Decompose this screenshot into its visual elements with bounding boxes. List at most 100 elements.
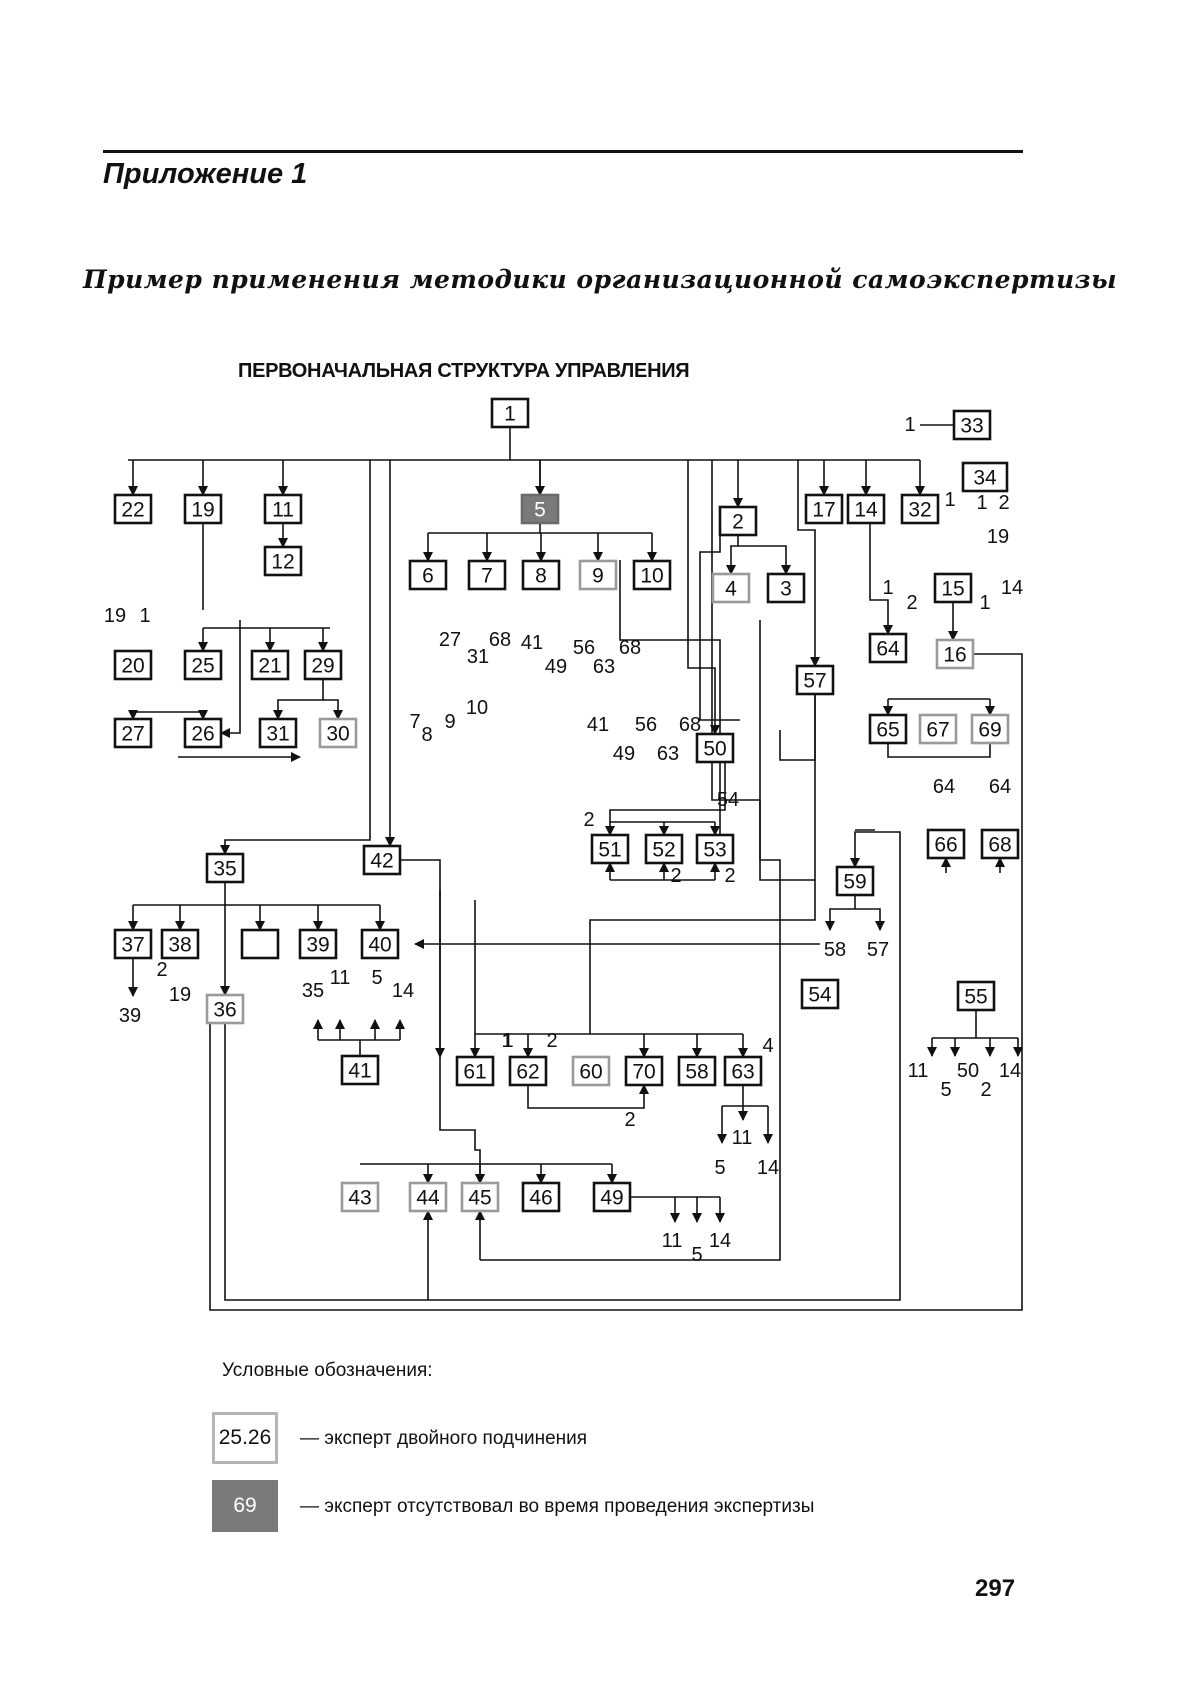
node-29: 29 xyxy=(305,651,341,679)
node-59: 59 xyxy=(837,867,873,895)
ref-number: 11 xyxy=(908,1060,929,1082)
node-label: 44 xyxy=(416,1187,440,1210)
ref-number: 19 xyxy=(104,605,126,627)
node-label: 46 xyxy=(529,1187,552,1210)
ref-number: 64 xyxy=(989,776,1011,798)
org-structure-diagram: 1332219111252171432346789104315166457202… xyxy=(0,390,1200,1350)
node-label: 55 xyxy=(964,986,987,1009)
node-label: 7 xyxy=(481,565,493,588)
node-15: 15 xyxy=(935,574,971,602)
node-65: 65 xyxy=(870,715,906,743)
node-label: 2 xyxy=(732,511,744,534)
node-31: 31 xyxy=(260,719,296,747)
connector xyxy=(798,460,815,666)
node-68: 68 xyxy=(982,830,1018,858)
node-66: 66 xyxy=(928,830,964,858)
node-64: 64 xyxy=(870,634,906,662)
connector xyxy=(888,743,990,757)
node-57: 57 xyxy=(797,666,833,694)
node-label: 39 xyxy=(306,934,329,957)
node-label: 57 xyxy=(803,670,826,693)
node-4: 4 xyxy=(713,574,749,602)
ref-number: 14 xyxy=(999,1060,1021,1082)
node-7: 7 xyxy=(469,561,505,589)
ref-number: 5 xyxy=(371,967,382,989)
node-label: 38 xyxy=(168,934,191,957)
node-5: 5 xyxy=(522,495,558,523)
ref-number: 68 xyxy=(489,629,511,651)
node-label: 21 xyxy=(258,655,281,678)
node-21: 21 xyxy=(252,651,288,679)
ref-number: 11 xyxy=(662,1230,683,1252)
node-label: 14 xyxy=(854,499,878,522)
node-label: 5 xyxy=(534,499,546,522)
node-label: 70 xyxy=(632,1061,655,1084)
node-label: 45 xyxy=(468,1187,491,1210)
node-label: 62 xyxy=(516,1061,539,1084)
ref-number: 57 xyxy=(867,939,889,961)
node-14: 14 xyxy=(848,495,884,523)
ref-number: 49 xyxy=(613,743,635,765)
node-40: 40 xyxy=(362,930,398,958)
ref-number: 56 xyxy=(635,714,657,736)
node-30: 30 xyxy=(320,719,356,747)
node-61: 61 xyxy=(457,1057,493,1085)
legend-sample-dual: 25.26 xyxy=(212,1412,278,1464)
node-62: 62 xyxy=(510,1057,546,1085)
node-25: 25 xyxy=(185,651,221,679)
page-number: 297 xyxy=(975,1575,1015,1603)
node-34: 34 xyxy=(963,463,1007,491)
connector xyxy=(610,762,725,822)
ref-number: 64 xyxy=(933,776,955,798)
ref-number: 5 xyxy=(691,1244,702,1266)
node-43: 43 xyxy=(342,1183,378,1211)
node-45: 45 xyxy=(462,1183,498,1211)
node-label: 32 xyxy=(908,499,931,522)
header-rule xyxy=(103,150,1023,153)
node-label: 49 xyxy=(600,1187,623,1210)
connector xyxy=(620,560,720,850)
node-39: 39 xyxy=(300,930,336,958)
ref-number: 11 xyxy=(330,967,351,989)
node-label: 68 xyxy=(988,834,1011,857)
node-label: 1 xyxy=(504,403,516,426)
node-label: 54 xyxy=(808,984,832,1007)
ref-number: 68 xyxy=(679,714,701,736)
node-label: 59 xyxy=(843,871,866,894)
node-12: 12 xyxy=(265,547,301,575)
ref-number: 8 xyxy=(421,724,432,746)
node-1: 1 xyxy=(492,399,528,427)
node-label: 22 xyxy=(121,499,144,522)
node-label: 9 xyxy=(592,565,604,588)
node-label: 25 xyxy=(191,655,214,678)
connector xyxy=(323,700,338,719)
node-label: 20 xyxy=(121,655,144,678)
ref-number: 4 xyxy=(762,1035,773,1057)
node-label: 64 xyxy=(876,638,900,661)
node-label: 58 xyxy=(685,1061,708,1084)
connector xyxy=(400,860,440,1057)
node-box xyxy=(242,930,278,958)
node-49: 49 xyxy=(594,1183,630,1211)
ref-number: 2 xyxy=(670,865,681,887)
node-58: 58 xyxy=(679,1057,715,1085)
node-label: 17 xyxy=(812,499,835,522)
appendix-heading: Приложение 1 xyxy=(103,158,307,191)
ref-number: 7 xyxy=(409,711,420,733)
node-label: 69 xyxy=(978,719,1001,742)
node-37: 37 xyxy=(115,930,151,958)
ref-number: 1 xyxy=(944,489,955,511)
node-label: 12 xyxy=(271,551,294,574)
ref-number: 1 xyxy=(139,605,150,627)
node-label: 6 xyxy=(422,565,434,588)
node-6: 6 xyxy=(410,561,446,589)
node-60: 60 xyxy=(573,1057,609,1085)
node-69: 69 xyxy=(972,715,1008,743)
node-53: 53 xyxy=(697,835,733,863)
legend-text-dual: — эксперт двойного подчинения xyxy=(300,1428,587,1450)
page-subtitle: Пример применения методики организационн… xyxy=(0,265,1200,294)
node-35: 35 xyxy=(207,854,243,882)
node-2: 2 xyxy=(720,507,756,535)
ref-number: 2 xyxy=(583,809,594,831)
ref-number: 1 xyxy=(501,1030,512,1052)
